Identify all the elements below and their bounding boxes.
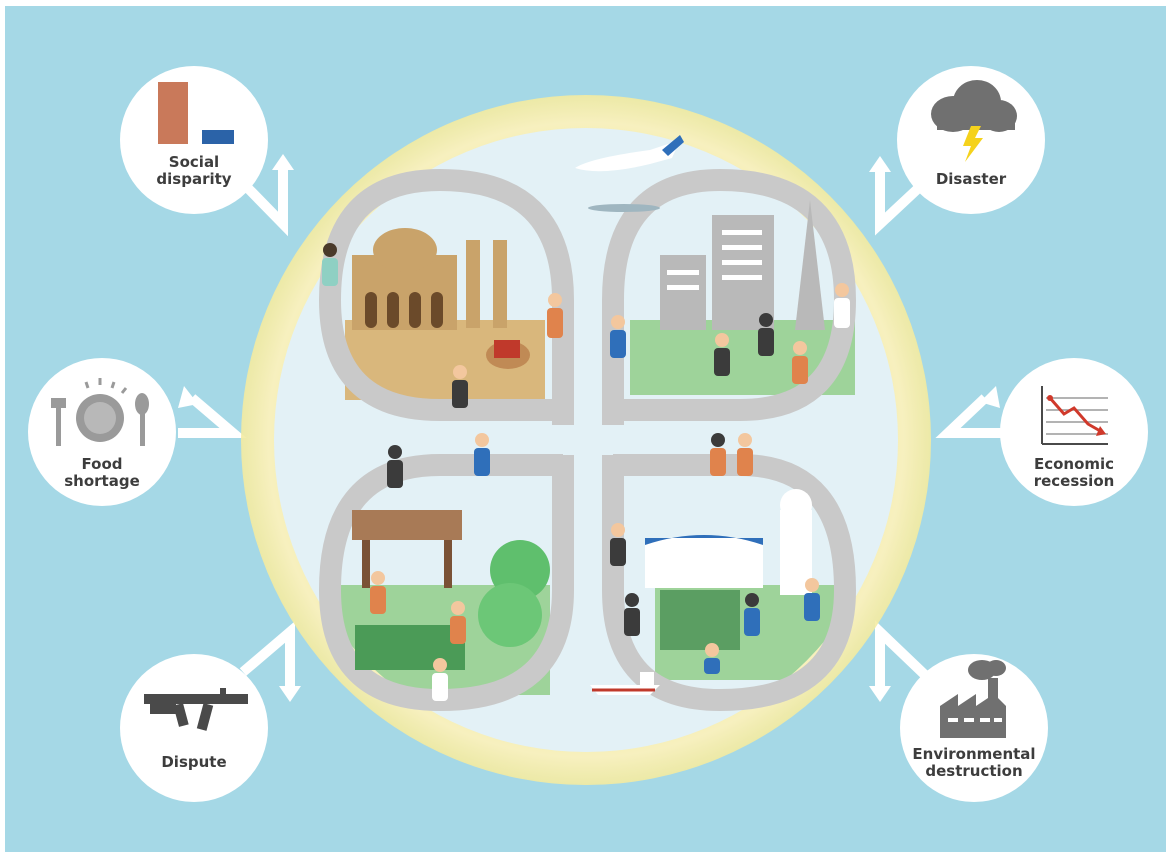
person <box>450 601 466 644</box>
person <box>387 445 403 488</box>
person <box>610 523 626 566</box>
arrow-disaster <box>869 156 929 236</box>
factory-icon <box>940 660 1006 738</box>
economic-recession-label: Economic recession <box>1033 455 1115 490</box>
bar-chart-icon <box>158 82 234 144</box>
person <box>714 333 730 376</box>
person <box>744 593 760 636</box>
arrow-economic-recession <box>935 386 1005 438</box>
dispute-label: Dispute <box>161 753 227 771</box>
person <box>370 571 386 614</box>
person <box>624 593 640 636</box>
falling-graph-icon <box>1041 386 1108 445</box>
person <box>610 315 626 358</box>
farm-village <box>352 510 550 670</box>
food-shortage-label: Food shortage <box>64 455 140 490</box>
person <box>804 578 820 621</box>
person <box>547 293 563 338</box>
arrow-environmental-destruction <box>869 620 929 702</box>
person <box>432 658 448 701</box>
people <box>322 243 850 701</box>
arrow-food-shortage <box>178 386 247 438</box>
badge-economic-recession: Economic recession <box>1000 358 1148 506</box>
person <box>758 313 774 356</box>
modern-city <box>660 200 825 330</box>
person <box>322 243 338 286</box>
social-disparity-label: Social disparity <box>156 153 232 188</box>
empty-plate-icon <box>51 378 149 446</box>
environmental-destruction-label: Environmental destruction <box>912 745 1036 780</box>
airplane <box>575 135 684 212</box>
arrow-dispute <box>239 621 301 702</box>
badge-social-disparity: Social disparity <box>120 66 268 214</box>
tower <box>795 200 825 330</box>
coastal-industry <box>590 489 812 695</box>
badge-environmental-destruction: Environmental destruction <box>900 654 1048 802</box>
badge-food-shortage: Food shortage <box>28 358 176 506</box>
person <box>834 283 850 328</box>
storm-cloud-icon <box>931 80 1017 162</box>
arrow-social-disparity <box>236 154 294 237</box>
person <box>704 643 720 674</box>
person <box>452 365 468 408</box>
person <box>474 433 490 476</box>
disaster-label: Disaster <box>935 170 1007 188</box>
rifle-icon <box>144 688 248 731</box>
person <box>710 433 726 476</box>
person <box>737 433 753 476</box>
person <box>792 341 808 384</box>
badge-dispute: Dispute <box>120 654 268 802</box>
badge-disaster: Disaster <box>897 66 1045 214</box>
historic-town <box>352 228 530 369</box>
